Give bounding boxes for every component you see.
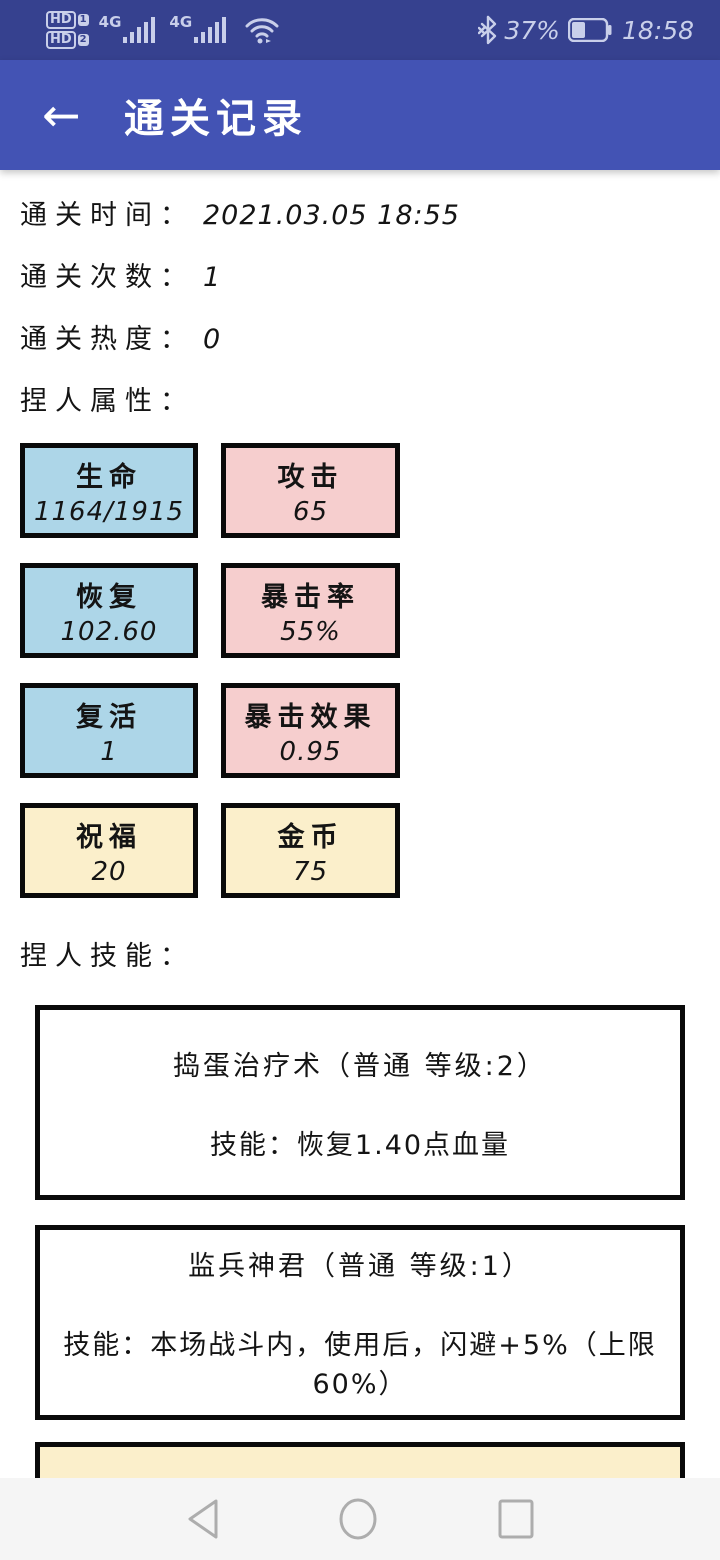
nav-recents-icon[interactable] (497, 1498, 535, 1540)
attr-cell-attack: 攻击 65 (221, 443, 400, 538)
attr-label: 攻击 (277, 461, 344, 493)
skill-description: 技能：本场战斗内，使用后，闪避+5%（上限60%） (63, 1330, 657, 1400)
signal-sim2: 4G (169, 13, 228, 43)
attr-value: 0.95 (279, 736, 342, 767)
attr-cell-hp: 生命 1164/1915 (20, 443, 198, 538)
attr-cell-recovery: 恢复 102.60 (20, 563, 198, 658)
attr-label: 暴击效果 (244, 701, 377, 733)
back-button[interactable]: ← (42, 88, 81, 142)
battery-icon (567, 18, 612, 42)
attr-value: 1 (100, 736, 118, 767)
skill-description: 技能：恢复1.40点血量 (209, 1129, 511, 1161)
content: 通关时间： 2021.03.05 18:55 通关次数： 1 通关热度： 0 捏… (0, 196, 720, 1532)
hd1-icon: HD (46, 11, 76, 29)
wifi-icon (245, 18, 279, 44)
attr-value: 65 (292, 496, 329, 527)
clear-count-value: 1 (203, 262, 222, 293)
clear-count-line: 通关次数： 1 (20, 258, 700, 298)
attr-cell-crit-effect: 暴击效果 0.95 (221, 683, 400, 778)
attr-label: 生命 (76, 461, 142, 493)
clear-heat-label: 通关热度： (20, 324, 195, 355)
signal-sim1: 4G (99, 13, 158, 43)
bluetooth-icon (478, 15, 497, 45)
attr-label: 金币 (277, 821, 344, 853)
page-title: 通关记录 (124, 96, 308, 142)
attributes-section-header: 捏人属性： (20, 382, 700, 422)
attr-label: 恢复 (76, 581, 142, 613)
attr-value: 20 (91, 856, 127, 887)
network-type-sim1: 4G (98, 13, 122, 31)
hd2-indicator: HD 2 (46, 31, 89, 49)
clear-time-label: 通关时间： (20, 200, 195, 231)
attr-value: 75 (292, 856, 329, 887)
attr-label: 暴击率 (261, 581, 360, 613)
nav-home-icon[interactable] (337, 1497, 379, 1541)
nav-back-icon[interactable] (185, 1498, 219, 1540)
hd1-sim-badge: 1 (77, 14, 89, 26)
status-bar-left: HD 1 HD 2 4G 4G (46, 11, 280, 49)
skill-title: 捣蛋治疗术（普通 等级:2） (173, 1050, 547, 1082)
hd1-indicator: HD 1 (46, 11, 89, 29)
skill-title: 监兵神君（普通 等级:1） (188, 1251, 532, 1282)
attr-cell-blessing: 祝福 20 (20, 803, 198, 898)
signal-bars-icon (123, 17, 156, 43)
clear-time-line: 通关时间： 2021.03.05 18:55 (20, 196, 700, 236)
android-nav-bar (0, 1478, 720, 1560)
skill-card[interactable]: 监兵神君（普通 等级:1） 技能：本场战斗内，使用后，闪避+5%（上限60%） (35, 1225, 685, 1420)
attr-value: 1164/1915 (33, 496, 185, 527)
app-bar: ← 通关记录 (0, 60, 720, 170)
attr-label: 复活 (76, 701, 142, 733)
signal-bars-icon (194, 17, 227, 43)
status-bar: HD 1 HD 2 4G 4G (0, 0, 720, 60)
skill-card[interactable]: 捣蛋治疗术（普通 等级:2） 技能：恢复1.40点血量 (35, 1005, 685, 1200)
clear-heat-value: 0 (203, 324, 222, 355)
clear-heat-line: 通关热度： 0 (20, 320, 700, 360)
attributes-section-label: 捏人属性： (20, 386, 195, 417)
attr-cell-crit-rate: 暴击率 55% (221, 563, 400, 658)
battery-percent: 37% (504, 15, 560, 45)
attr-cell-revive: 复活 1 (20, 683, 198, 778)
hd2-icon: HD (46, 31, 76, 49)
attributes-grid: 生命 1164/1915 攻击 65 恢复 102.60 暴击率 55% 复活 … (20, 443, 400, 898)
attr-value: 102.60 (60, 616, 158, 647)
hd2-sim-badge: 2 (77, 34, 89, 46)
status-time: 18:58 (621, 15, 694, 45)
network-type-sim2: 4G (169, 13, 193, 31)
hd-indicators: HD 1 HD 2 (46, 11, 89, 49)
clear-count-label: 通关次数： (20, 262, 195, 293)
attr-value: 55% (280, 616, 341, 647)
attr-label: 祝福 (76, 821, 142, 853)
clear-time-value: 2021.03.05 18:55 (203, 200, 460, 231)
status-bar-right: 37% 18:58 (478, 15, 694, 45)
skills-section-label: 捏人技能： (20, 941, 195, 972)
attr-cell-gold: 金币 75 (221, 803, 400, 898)
